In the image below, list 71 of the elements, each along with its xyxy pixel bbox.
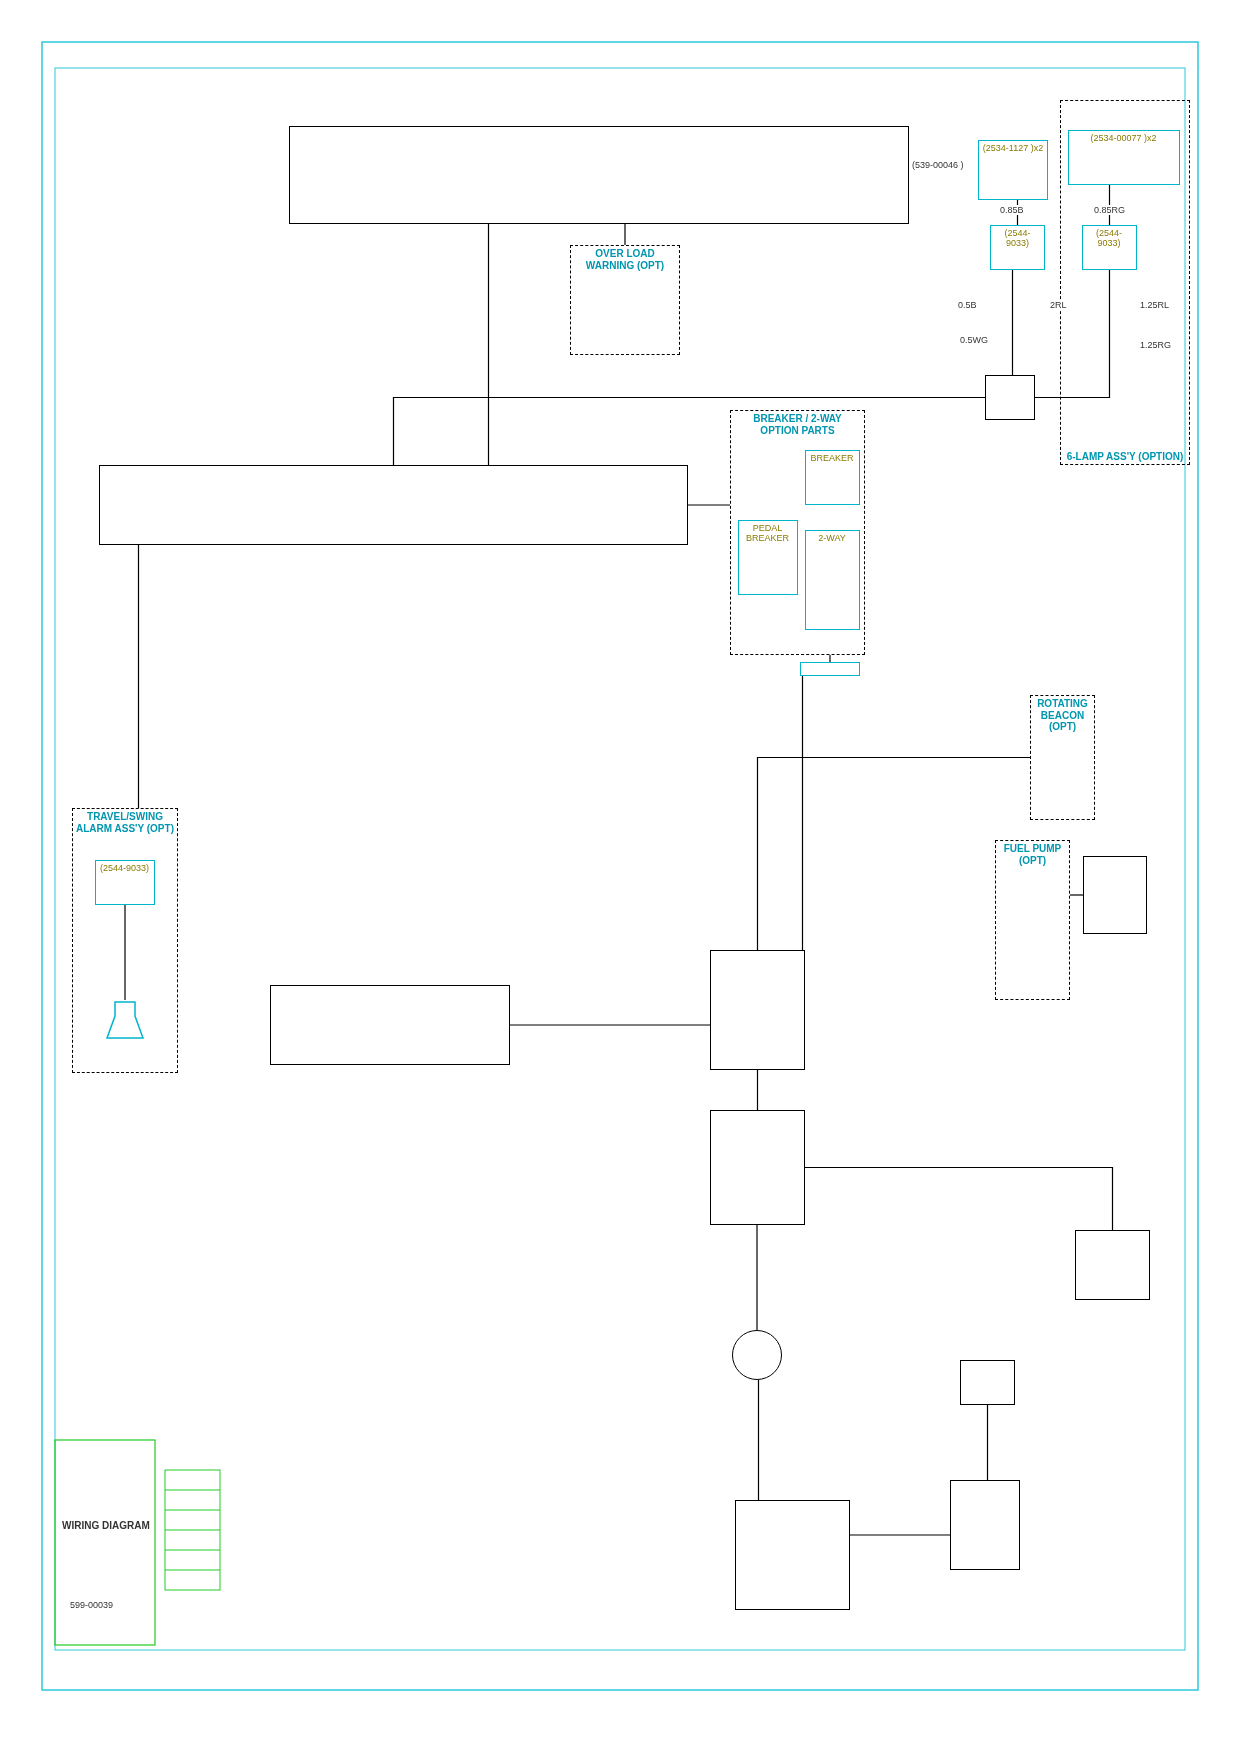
wire — [986, 1404, 989, 1481]
wire — [804, 1166, 1114, 1231]
wire — [1016, 199, 1019, 226]
wire — [509, 1024, 711, 1026]
controller-box — [99, 465, 688, 545]
part-number: (2544-9033) — [98, 861, 150, 875]
part-number: (2534-00077 )x2 — [1089, 131, 1158, 145]
wire — [487, 223, 490, 466]
starter-motor-box — [950, 1480, 1020, 1570]
wire — [124, 904, 126, 1001]
group-title: FUEL PUMP (OPT) — [1002, 842, 1063, 868]
drawing-number: 599-00039 — [70, 1600, 114, 1610]
wire-code: 1.25RL — [1140, 300, 1170, 310]
wire-code: 0.85RG — [1094, 205, 1126, 215]
alternator-circle — [732, 1330, 782, 1380]
group-title: 6-LAMP ASS'Y (OPTION) — [1065, 449, 1185, 464]
relay-box — [960, 1360, 1015, 1405]
group-title: OVER LOAD WARNING (OPT) — [584, 247, 666, 273]
wire-code: 1.25RG — [1140, 340, 1172, 350]
option-group-frame — [72, 808, 178, 1073]
wire — [756, 1224, 758, 1331]
group-title: TRAVEL/SWING ALARM ASS'Y (OPT) — [75, 810, 175, 836]
option-group-frame — [730, 410, 865, 655]
part-number: (539-00046 ) — [912, 160, 964, 170]
controller-box — [270, 985, 510, 1065]
lamp-group — [1067, 129, 1180, 185]
wire-code: 0.85B — [1000, 205, 1024, 215]
part-number: (2544-9033) — [1095, 226, 1123, 250]
wire — [801, 675, 804, 951]
solenoid-valve-box — [804, 449, 860, 505]
buzzer-symbol — [104, 999, 145, 1040]
wire — [829, 654, 831, 663]
wire — [624, 223, 626, 246]
solenoid-valve-box — [804, 529, 860, 630]
lamp-pair — [978, 140, 1048, 200]
part-number: BREAKER — [809, 451, 855, 465]
part-number: 2-WAY — [817, 531, 847, 545]
relay-box — [1075, 1230, 1150, 1300]
group-title: BREAKER / 2-WAY OPTION PARTS — [752, 412, 843, 438]
solenoid-valve-box — [737, 519, 798, 595]
wire — [687, 504, 731, 506]
wire-code: 2RL — [1050, 300, 1067, 310]
part-number: (2544-9033) — [1003, 227, 1032, 251]
switch-box — [985, 375, 1035, 420]
wire — [1034, 269, 1111, 399]
wire — [392, 396, 986, 466]
relay-box — [1081, 224, 1137, 270]
wire — [756, 1069, 759, 1111]
battery-relay-box — [735, 1500, 850, 1610]
relay-box — [94, 859, 155, 905]
wire — [757, 1379, 760, 1501]
option-group-frame — [995, 840, 1070, 1000]
option-group-frame — [570, 245, 680, 355]
wire — [849, 1534, 951, 1536]
group-title: ROTATING BEACON (OPT) — [1036, 697, 1089, 734]
wire — [1011, 269, 1014, 376]
part-number: PEDAL BREAKER — [745, 521, 790, 545]
fuse-box — [710, 950, 805, 1070]
relay-box — [990, 225, 1045, 270]
wire — [1069, 894, 1084, 896]
wire — [756, 756, 1031, 951]
drawing-title: WIRING DIAGRAM — [62, 1520, 150, 1531]
fuse-box — [710, 1110, 805, 1225]
connector-strip — [800, 662, 860, 676]
part-number: (2534-1127 )x2 — [981, 142, 1045, 155]
option-group-frame — [1030, 695, 1095, 820]
instrument-panel-box — [289, 126, 909, 224]
motor-box — [1083, 856, 1147, 934]
wire — [137, 544, 140, 809]
wire-code: 0.5B — [958, 300, 977, 310]
wire-code: 0.5WG — [960, 335, 988, 345]
